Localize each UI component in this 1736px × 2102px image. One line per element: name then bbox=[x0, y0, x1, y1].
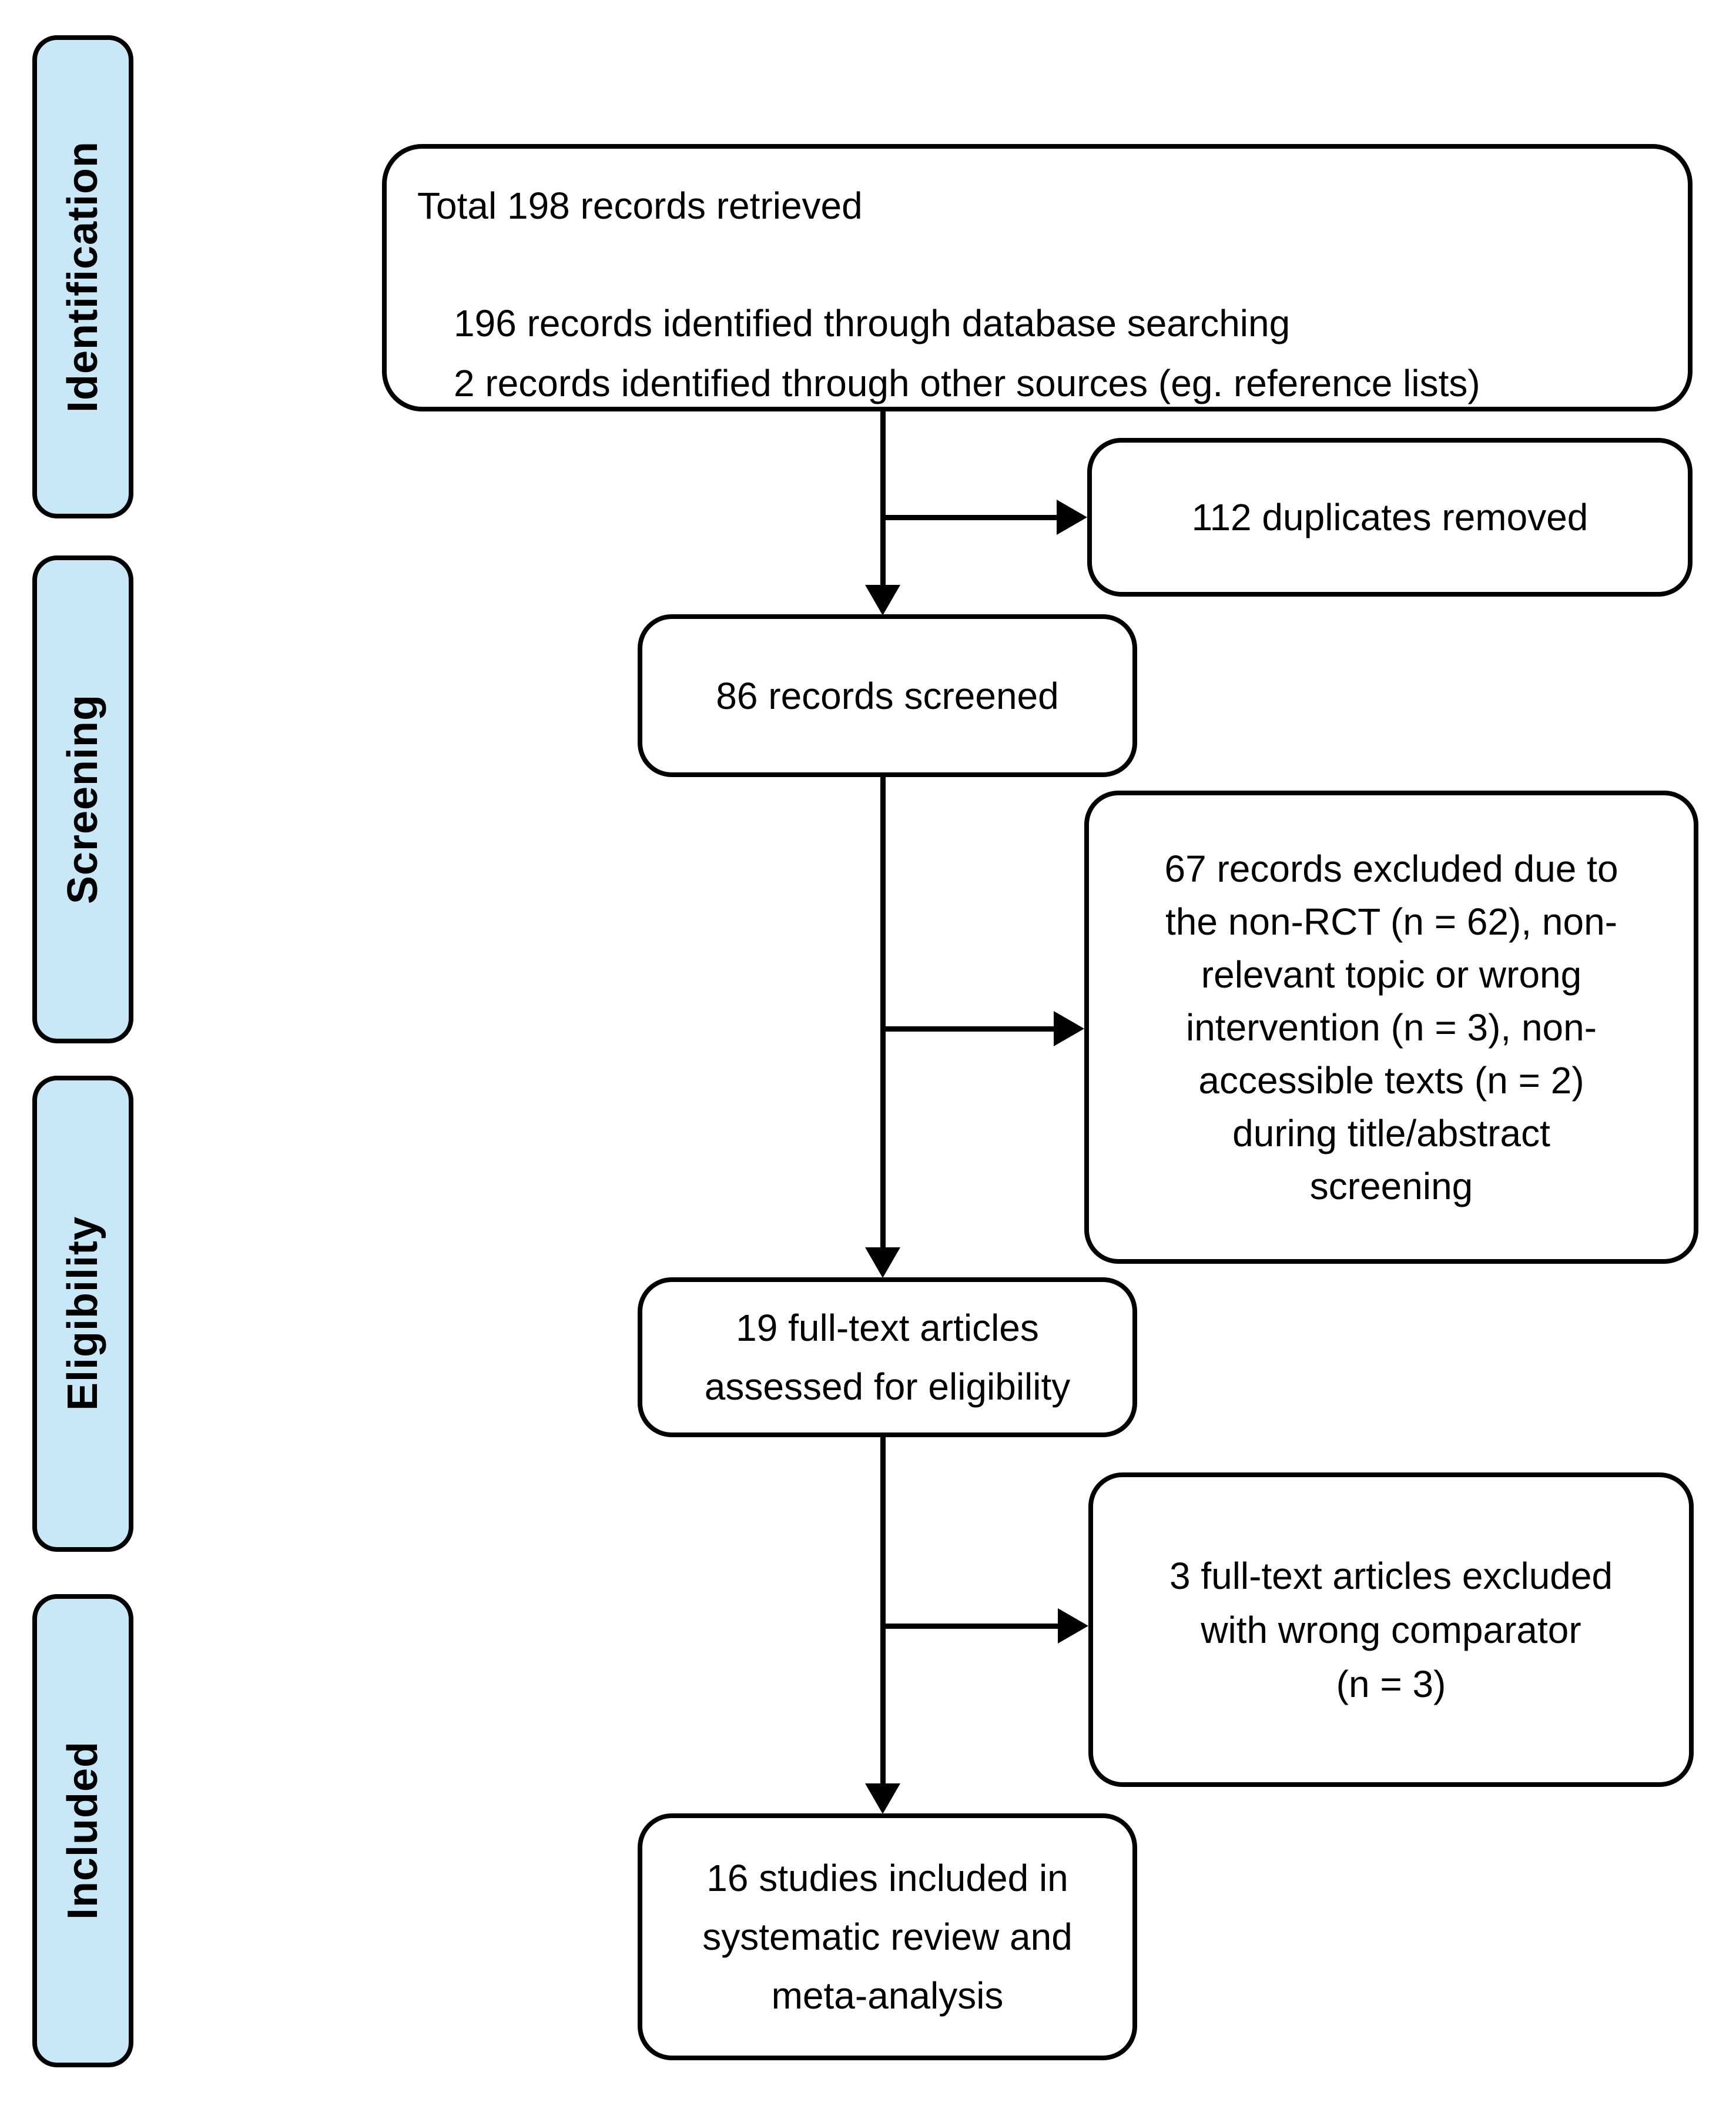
box-duplicates-removed: 112 duplicates removed bbox=[1087, 438, 1693, 597]
box-studies-included: 16 studies included in systematic review… bbox=[638, 1813, 1137, 2060]
excluded-screening-line: during title/abstract bbox=[1232, 1112, 1550, 1154]
excluded-screening-line: intervention (n = 3), non- bbox=[1185, 1006, 1597, 1049]
arrowhead-down-to-fulltext bbox=[865, 1247, 900, 1278]
box-records-screened: 86 records screened bbox=[638, 614, 1137, 777]
excluded-screening-line: the non-RCT (n = 62), non- bbox=[1165, 900, 1617, 943]
fulltext-excluded-line: 3 full-text articles excluded bbox=[1169, 1554, 1613, 1597]
excluded-screening-line: 67 records excluded due to bbox=[1164, 847, 1618, 890]
studies-included-line: systematic review and bbox=[702, 1916, 1073, 1958]
records-retrieved-total: Total 198 records retrieved bbox=[417, 185, 863, 227]
stage-label-included: Included bbox=[59, 1741, 106, 1920]
box-records-excluded-screening: 67 records excluded due to the non-RCT (… bbox=[1084, 791, 1698, 1264]
excluded-screening-line: accessible texts (n = 2) bbox=[1198, 1059, 1584, 1102]
records-retrieved-other-sources: 2 records identified through other sourc… bbox=[454, 362, 1480, 404]
connector-to-excluded-fulltext bbox=[883, 1624, 1058, 1629]
stage-label-screening: Screening bbox=[59, 694, 106, 905]
connector-fulltext-to-included bbox=[880, 1437, 886, 1784]
box-fulltext-excluded: 3 full-text articles excluded with wrong… bbox=[1088, 1472, 1694, 1787]
arrowhead-down-to-screened bbox=[865, 585, 900, 615]
arrowhead-down-to-included bbox=[865, 1783, 900, 1814]
records-screened-text: 86 records screened bbox=[716, 674, 1059, 717]
connector-retrieved-to-screened bbox=[880, 411, 886, 588]
studies-included-line: meta-analysis bbox=[771, 1974, 1004, 2017]
stage-band-included: Included bbox=[32, 1594, 133, 2067]
connector-to-excluded-screening bbox=[883, 1026, 1055, 1032]
arrowhead-right-to-excluded-screening bbox=[1054, 1011, 1084, 1046]
records-retrieved-database: 196 records identified through database … bbox=[454, 302, 1291, 344]
connector-screened-to-fulltext bbox=[880, 777, 886, 1247]
studies-included-line: 16 studies included in bbox=[706, 1857, 1068, 1899]
arrowhead-right-to-duplicates bbox=[1057, 500, 1087, 535]
excluded-screening-line: relevant topic or wrong bbox=[1201, 953, 1582, 996]
excluded-screening-line: screening bbox=[1309, 1164, 1473, 1207]
fulltext-excluded-line: with wrong comparator bbox=[1201, 1608, 1581, 1651]
stage-band-identification: Identification bbox=[32, 35, 133, 518]
stage-label-identification: Identification bbox=[59, 141, 106, 413]
fulltext-assessed-line: assessed for eligibility bbox=[704, 1365, 1071, 1408]
fulltext-excluded-line: (n = 3) bbox=[1336, 1662, 1446, 1705]
arrowhead-right-to-excluded-fulltext bbox=[1058, 1608, 1088, 1644]
stage-label-eligibility: Eligibility bbox=[59, 1216, 106, 1411]
box-fulltext-assessed: 19 full-text articles assessed for eligi… bbox=[638, 1277, 1137, 1437]
connector-to-duplicates bbox=[883, 515, 1058, 520]
duplicates-removed-text: 112 duplicates removed bbox=[1191, 496, 1588, 538]
stage-band-screening: Screening bbox=[32, 555, 133, 1043]
stage-band-eligibility: Eligibility bbox=[32, 1076, 133, 1552]
fulltext-assessed-line: 19 full-text articles bbox=[736, 1307, 1039, 1349]
box-records-retrieved: Total 198 records retrieved 196 records … bbox=[382, 144, 1693, 411]
